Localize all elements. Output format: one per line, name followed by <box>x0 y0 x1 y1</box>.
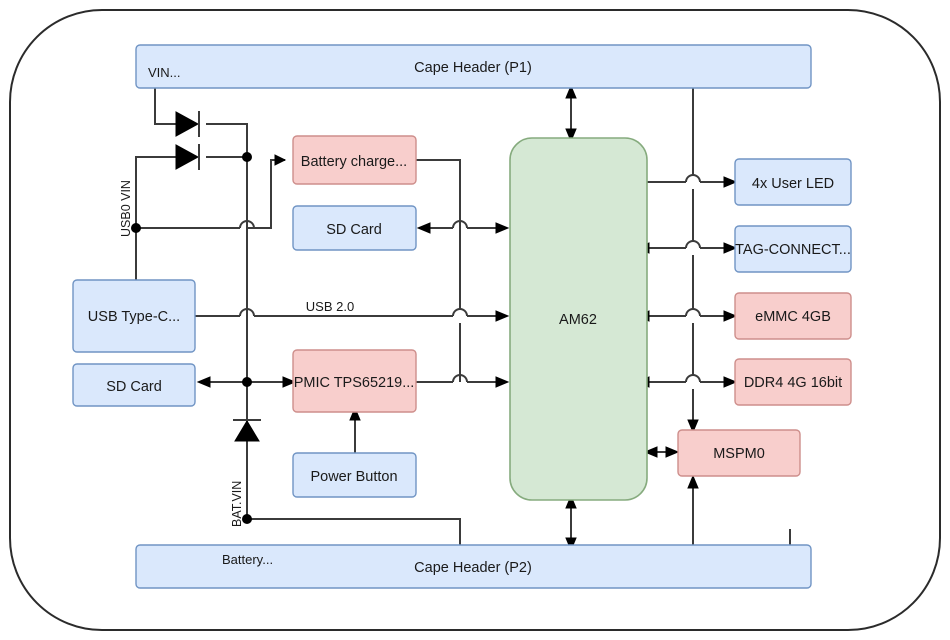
power-button-label: Power Button <box>310 469 397 485</box>
tag-connect-label: TAG-CONNECT... <box>735 242 851 258</box>
diode-1-triangle <box>175 111 200 137</box>
wire-label-bat-vin: BAT.VIN <box>230 481 244 527</box>
cape-header-p1-side-label: VIN... <box>148 65 181 80</box>
diode-layer <box>175 111 261 442</box>
wire-layer <box>135 84 791 552</box>
junction-dot <box>242 152 252 162</box>
block-mspm0[interactable]: MSPM0 <box>677 429 801 477</box>
block-battery-charger[interactable]: Battery charge... <box>292 135 417 185</box>
am62-label: AM62 <box>559 312 597 328</box>
cape-header-p2-side-label: Battery... <box>222 552 273 567</box>
block-cape-header-p1[interactable]: Cape Header (P1) VIN... <box>135 44 812 89</box>
ddr4-label: DDR4 4G 16bit <box>744 375 842 391</box>
diode-3-triangle <box>234 420 260 442</box>
junction-dot <box>131 223 141 233</box>
block-ddr4[interactable]: DDR4 4G 16bit <box>734 358 852 406</box>
block-sd-card-top[interactable]: SD Card <box>292 205 417 251</box>
board-outline <box>9 9 941 631</box>
user-led-label: 4x User LED <box>752 176 834 192</box>
junction-dot <box>242 377 252 387</box>
wire-label-usb0-vin: USB0 VIN <box>119 180 133 237</box>
block-pmic[interactable]: PMIC TPS65219... <box>292 349 417 413</box>
block-sd-card-left[interactable]: SD Card <box>72 363 196 407</box>
block-cape-header-p2[interactable]: Cape Header (P2) Battery... <box>135 544 812 589</box>
mspm0-label: MSPM0 <box>713 446 765 462</box>
junction-dot <box>242 514 252 524</box>
sd-card-top-label: SD Card <box>326 222 382 238</box>
usb-type-c-label: USB Type-C... <box>88 309 180 325</box>
emmc-label: eMMC 4GB <box>755 309 831 325</box>
block-power-button[interactable]: Power Button <box>292 452 417 498</box>
pmic-label: PMIC TPS65219... <box>294 375 415 391</box>
block-user-led[interactable]: 4x User LED <box>734 158 852 206</box>
block-emmc[interactable]: eMMC 4GB <box>734 292 852 340</box>
diode-2-triangle <box>175 144 200 170</box>
block-tag-connect[interactable]: TAG-CONNECT... <box>734 225 852 273</box>
block-am62[interactable]: AM62 <box>509 137 648 501</box>
cape-header-p2-label: Cape Header (P2) <box>414 560 532 576</box>
sd-card-left-label: SD Card <box>106 379 162 395</box>
battery-charger-label: Battery charge... <box>301 154 407 170</box>
block-usb-type-c[interactable]: USB Type-C... <box>72 279 196 353</box>
wire-label-usb-20: USB 2.0 <box>306 299 354 314</box>
cape-header-p1-label: Cape Header (P1) <box>414 60 532 76</box>
junction-dots <box>131 152 252 524</box>
